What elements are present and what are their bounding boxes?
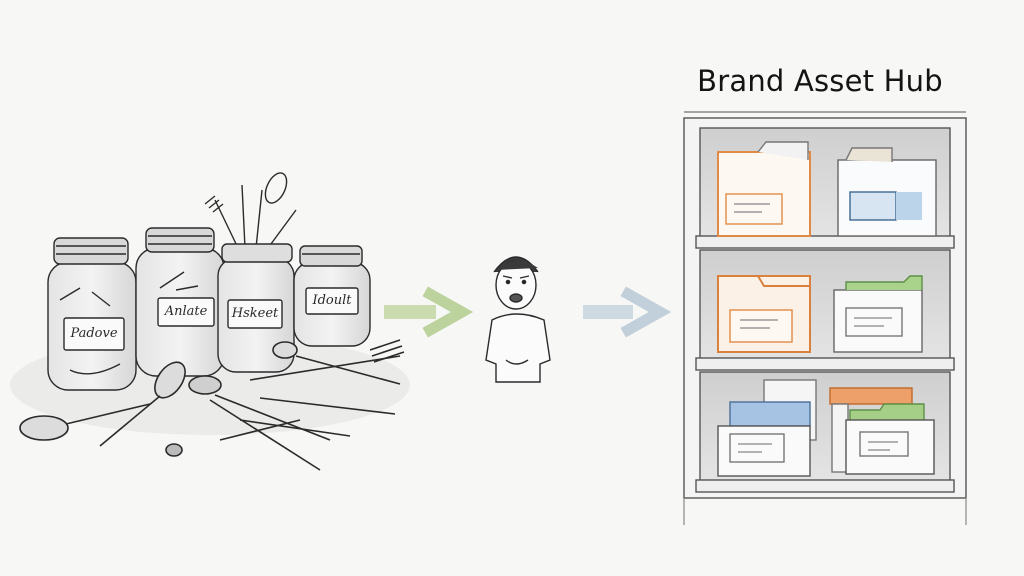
jar-1 [47, 237, 137, 391]
jar-label-4: Idoult [312, 293, 352, 308]
file-box-blue-2 [717, 379, 817, 477]
file-box-orange-green [829, 387, 935, 475]
clutter-group [10, 172, 410, 471]
file-box-blue [837, 147, 937, 237]
hub-title: Brand Asset Hub [697, 64, 943, 98]
file-box-orange-2 [717, 275, 811, 353]
shelf-unit [683, 111, 967, 525]
jar-label-2: Anlate [164, 304, 208, 319]
distressed-person [485, 256, 551, 383]
jar-4 [293, 245, 371, 347]
scattered-utensils [19, 339, 405, 471]
file-box-green [833, 275, 923, 353]
jar-label-3: Hskeet [231, 306, 279, 321]
file-box-orange [717, 141, 811, 237]
jar-2 [135, 227, 225, 377]
jar-3 [217, 243, 295, 373]
jar-label-1: Padove [70, 326, 118, 341]
arrow-right-icon-green [384, 286, 474, 338]
arrow-right-icon-blue [583, 286, 672, 338]
